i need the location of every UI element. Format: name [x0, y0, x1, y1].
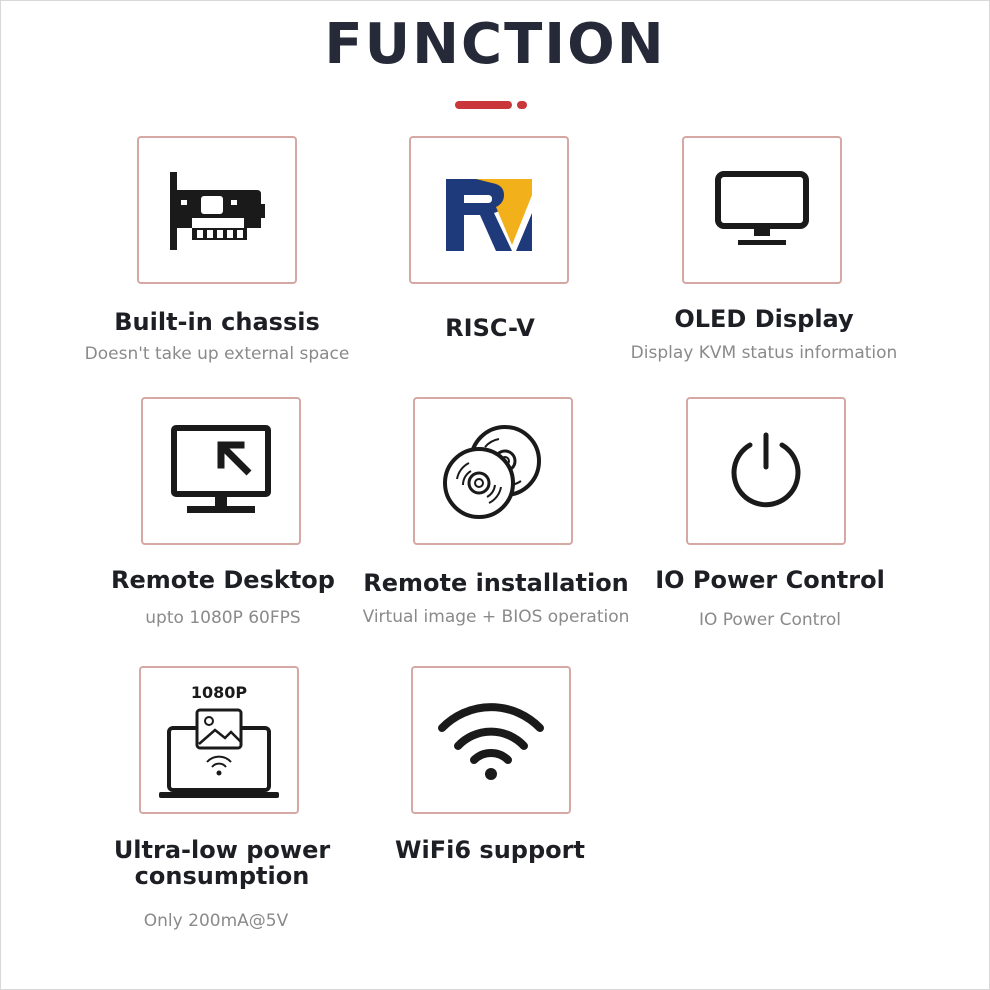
monitor-icon [715, 171, 809, 245]
feature-card-io-power-control [686, 397, 846, 545]
feature-card-remote-desktop [141, 397, 301, 545]
feature-subtitle: IO Power Control [698, 610, 842, 630]
power-icon [731, 432, 801, 508]
feature-card-ultra-low-power: 1080P [139, 666, 299, 814]
feature-title: Remote installation [363, 569, 629, 597]
feature-card-risc-v [409, 136, 569, 284]
feature-title: OLED Display [674, 305, 854, 333]
feature-title: RISC-V [445, 314, 535, 342]
feature-subtitle: Only 200mA@5V [143, 911, 289, 931]
feature-card-built-in-chassis [137, 136, 297, 284]
discs-icon [443, 425, 541, 519]
feature-subtitle: Display KVM status information [630, 343, 898, 363]
feature-title-line2: consumption [134, 862, 310, 890]
wifi-icon [438, 703, 544, 780]
feature-subtitle: upto 1080P 60FPS [145, 608, 301, 628]
feature-title: Remote Desktop [111, 566, 335, 594]
title-underline-dot [517, 101, 527, 109]
page-title: FUNCTION [324, 12, 666, 77]
feature-card-oled-display [682, 136, 842, 284]
feature-title: WiFi6 support [395, 836, 585, 864]
feature-card-remote-installation [413, 397, 573, 545]
resolution-label: 1080P [191, 683, 248, 702]
feature-subtitle: Doesn't take up external space [84, 344, 350, 364]
risc-v-logo-icon [446, 169, 532, 251]
title-underline [455, 101, 512, 109]
remote-desktop-icon [171, 425, 271, 513]
feature-card-wifi6 [411, 666, 571, 814]
pcie-card-icon [170, 172, 265, 250]
feature-title: Built-in chassis [114, 308, 320, 336]
feature-title: Ultra-low power [113, 836, 331, 864]
feature-subtitle: Virtual image + BIOS operation [362, 607, 630, 627]
laptop-1080p-icon: 1080P [159, 683, 279, 798]
feature-title: IO Power Control [655, 566, 885, 594]
